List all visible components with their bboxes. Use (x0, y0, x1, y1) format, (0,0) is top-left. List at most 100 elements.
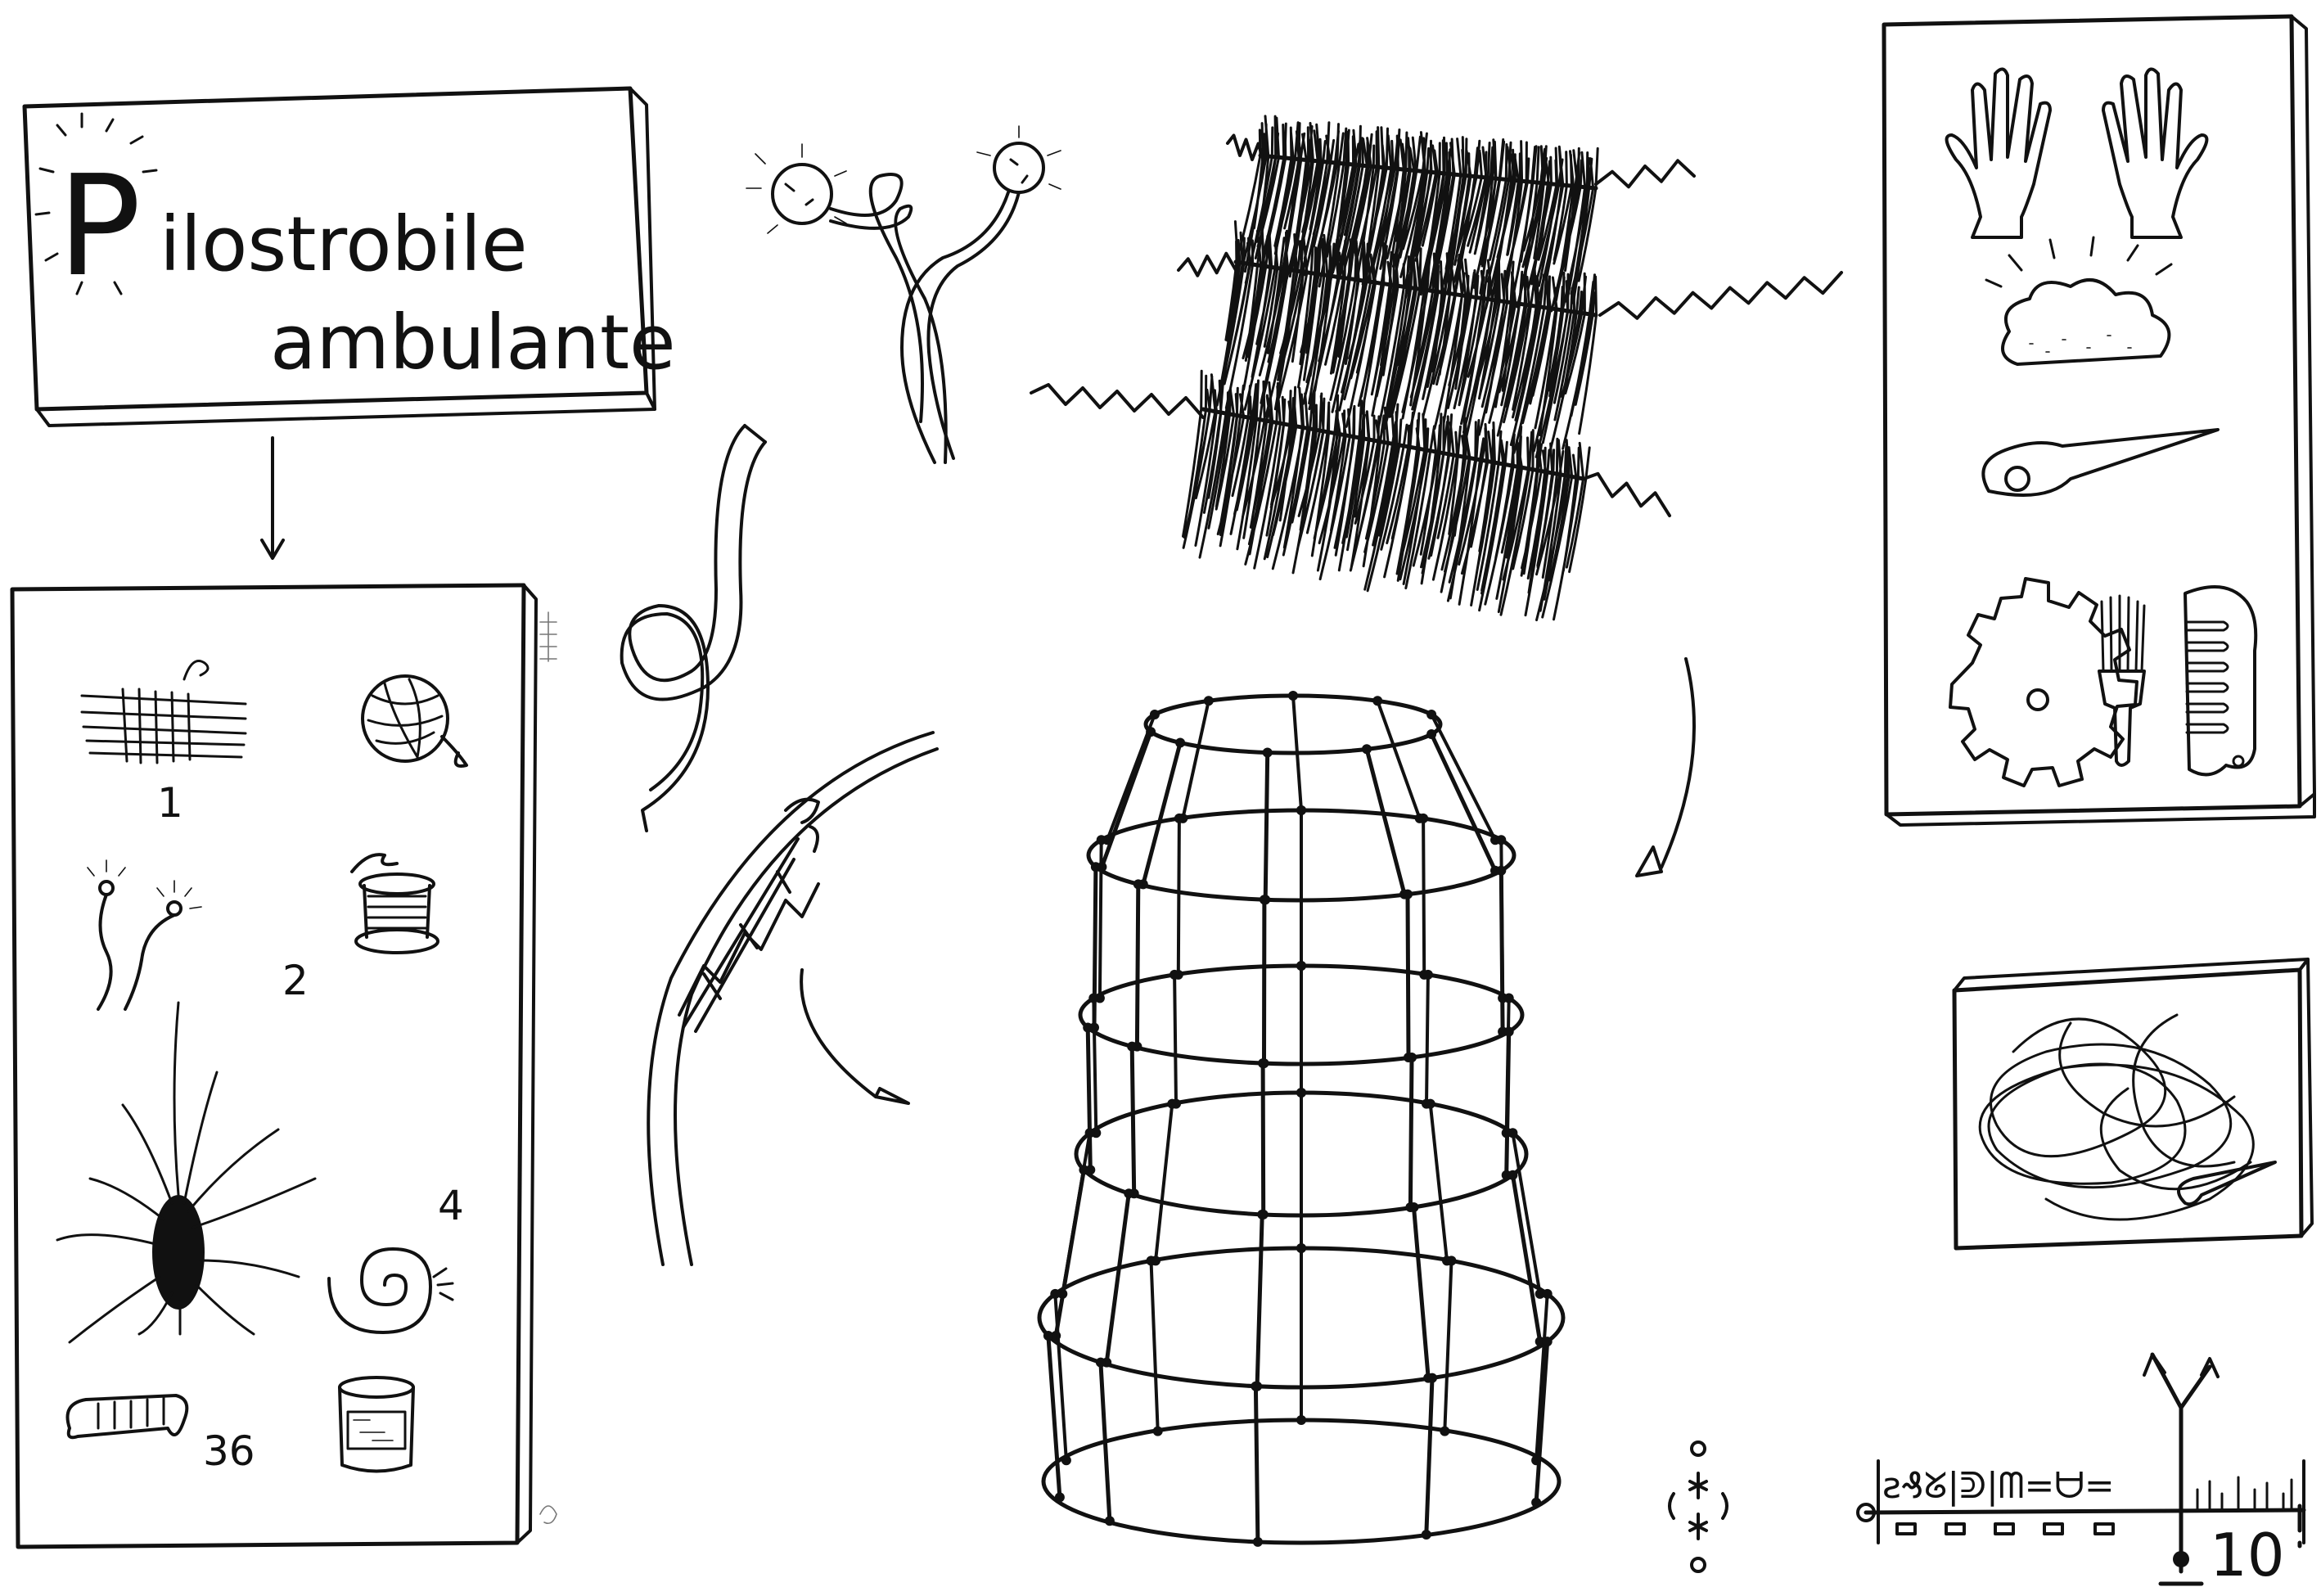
inventory-panel: 1 2 (12, 585, 557, 1547)
dotted-symbol (1670, 1442, 1727, 1571)
title-initial: P (57, 146, 142, 308)
tower-rod (1263, 1063, 1264, 1215)
tower-joint (1496, 835, 1506, 845)
twin-stem-creature (746, 126, 1061, 462)
number-36: 36 (203, 1427, 255, 1475)
spiral-icon (329, 1249, 453, 1332)
title-line2: ambulante (270, 299, 676, 386)
cloud-puff-icon (1986, 237, 2171, 364)
tower-rod (1143, 743, 1180, 885)
tower-joint (1257, 1210, 1267, 1220)
tower-rod (1426, 975, 1428, 1104)
hair-tuft-icon (57, 1003, 315, 1342)
right-hand-icon (2103, 69, 2206, 237)
tower-rod (1265, 753, 1268, 900)
tower-joint (1153, 1427, 1163, 1436)
tower-rod (1156, 1104, 1172, 1261)
tower-joint (1127, 1042, 1137, 1052)
tower-joint (1147, 1256, 1156, 1265)
tower-rod (1174, 975, 1176, 1104)
tower-joint (1296, 961, 1306, 971)
tower-rod (1431, 734, 1495, 871)
tower-joint (1440, 1427, 1449, 1436)
title-line1: ilostrobile (160, 201, 528, 288)
comb-icon (2185, 587, 2256, 774)
tower-rod (1137, 884, 1138, 1046)
tower-joint (1258, 1058, 1268, 1068)
tower-joint (1253, 1537, 1263, 1547)
curly-wire (1584, 474, 1670, 516)
tower-joint (1097, 835, 1106, 845)
tower-joint (1403, 890, 1413, 899)
tower-joint (1085, 1128, 1095, 1138)
tower-joint (1496, 866, 1506, 876)
tower-joint (1167, 1099, 1177, 1109)
tower-joint (1096, 1358, 1106, 1368)
tower-joint (1418, 814, 1428, 823)
curly-wire (1031, 385, 1203, 417)
tower-joint (1091, 862, 1101, 872)
tower-rod (1102, 732, 1151, 867)
left-hand-icon (1947, 69, 2050, 237)
tower-joint (1423, 970, 1433, 980)
tower-joint (1296, 1243, 1306, 1253)
rope-bundle-icon (82, 661, 246, 764)
tower-joint (1426, 710, 1436, 719)
cog-wheel-icon (1950, 579, 2137, 786)
tower-joint (1263, 748, 1273, 758)
tower-rod (1106, 1193, 1129, 1362)
curly-wire (1596, 160, 1694, 187)
tower-joint (1174, 814, 1184, 823)
tower-joint (1083, 1023, 1093, 1033)
tower-rod (1367, 749, 1404, 894)
curved-arrow (1637, 659, 1694, 876)
scale-counter: ꙅ₰ᘜ|ᕲ|ᗰ=ᗨ= 10 (1858, 1355, 2304, 1589)
tower-joint (1508, 1170, 1517, 1180)
tower-joint (1504, 994, 1514, 1003)
rolled-scroll-icon (68, 1395, 187, 1437)
tower-rod (1431, 1104, 1447, 1261)
number-4: 4 (438, 1182, 464, 1229)
tower-rod (1151, 1260, 1158, 1431)
tower-rod (1100, 840, 1102, 998)
tower-joint (1407, 1053, 1417, 1062)
needle-icon (1983, 430, 2218, 495)
yarn-ball-icon (363, 676, 466, 766)
tower-joint (1133, 879, 1143, 889)
tower-ring (1043, 1420, 1559, 1543)
tower-joint (1409, 1202, 1419, 1212)
tower-joint (1150, 710, 1160, 719)
tower-rod (1132, 1047, 1134, 1194)
number-1: 1 (157, 779, 183, 827)
cylinder-tower-frame (1039, 691, 1563, 1547)
tower-joint (1426, 1099, 1435, 1109)
tower-rod (1056, 1170, 1084, 1336)
tower-joint (1204, 696, 1214, 706)
tower-joint (1105, 1516, 1115, 1526)
tower-rod (1377, 701, 1420, 818)
tower-joint (1288, 691, 1298, 701)
tower-joint (1508, 1128, 1517, 1138)
tower-rod (1423, 818, 1424, 975)
tower-joint (1260, 895, 1269, 904)
sprout-pair-icon (88, 860, 201, 1009)
tower-rod (1257, 1215, 1262, 1386)
tower-joint (1422, 1530, 1431, 1540)
wrapped-arc (648, 733, 937, 1265)
scribble-panel (1954, 959, 2312, 1248)
tower-rod (1414, 1207, 1429, 1378)
thread-spool-icon (352, 854, 438, 953)
tower-joint (1055, 1492, 1065, 1502)
tower-joint (1504, 1027, 1514, 1037)
tower-rod (1255, 1386, 1258, 1542)
tower-joint (1296, 1415, 1306, 1425)
tower-rod (1501, 871, 1503, 1032)
tower-joint (1050, 1289, 1060, 1299)
tower-joint (1296, 805, 1306, 815)
curly-wire (1600, 273, 1841, 318)
tower-joint (1079, 1165, 1088, 1174)
tower-joint (1296, 1088, 1306, 1098)
tower-joint (1543, 1289, 1553, 1299)
tower-rod (1444, 1260, 1451, 1431)
tower-joint (1543, 1337, 1553, 1346)
